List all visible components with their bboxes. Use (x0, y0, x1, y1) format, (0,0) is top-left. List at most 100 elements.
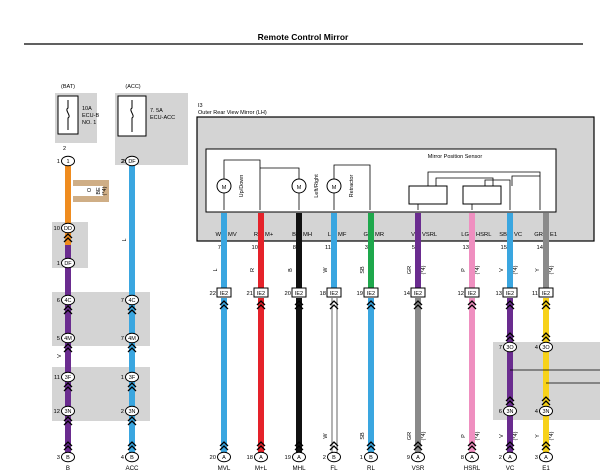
upper-wire-6: P (461, 268, 467, 272)
terminal-4-pin: 3 (365, 245, 368, 251)
ie2-3-pin: 18 (320, 291, 326, 297)
acc-conn-4-chevron (127, 416, 137, 426)
lower-note-7: (*4) (513, 431, 519, 440)
upper-wire-0: L (213, 268, 219, 271)
terminal-6-wire: LG (461, 232, 469, 238)
left-conn-0-pin: 1 (57, 159, 60, 165)
bottom-0-code: B (66, 455, 70, 461)
sensor-vertical (408, 185, 448, 205)
acc-fuse-pin: 2 (122, 159, 125, 165)
upper-wire-7: V (499, 268, 505, 272)
ie2-7-pin: 13 (496, 291, 502, 297)
lower-wire-8: Y (535, 434, 541, 438)
left-conn-6-symbol (61, 405, 75, 417)
bottom-2-pin: 20 (210, 455, 216, 461)
terminal-3-wire: L (328, 232, 332, 238)
left-conn-3-pin: 6 (57, 298, 60, 304)
lower-note-8: (*4) (549, 431, 555, 440)
bottom-2-symbol (217, 451, 231, 463)
terminal-7-pin: 15 (501, 245, 507, 251)
ie2-7-code: IE2 (506, 291, 514, 297)
upper-wire-4: SB (360, 266, 366, 274)
terminal-2-pin: 8 (293, 245, 296, 251)
upper-note-6: (*4) (475, 265, 481, 274)
terminal-1-wire: R (254, 232, 258, 238)
terminal-0-wire: W (216, 232, 222, 238)
right-conn-2-pin: 6 (499, 409, 502, 415)
bottom-5-symbol (327, 451, 341, 463)
ie2-4-pin: 19 (357, 291, 363, 297)
ie2-2-code: IE2 (295, 291, 303, 297)
bat-fuse-amp: 10A (82, 106, 92, 112)
terminal-5-label: VSRL (422, 232, 438, 238)
terminal-6-pin: 13 (463, 245, 469, 251)
bottom-7-chevron (413, 441, 423, 451)
bottom-9-code: A (508, 455, 512, 461)
terminal-1-label: M+ (265, 232, 274, 238)
component-name: Outer Rear View Mirror (LH) (198, 110, 267, 116)
bottom-1-code: B (130, 455, 134, 461)
ie2-6-code: IE2 (468, 291, 476, 297)
right-conn-2-symbol (503, 405, 517, 417)
bottom-7-pin: 9 (407, 455, 410, 461)
bottom-7-label: VSR (412, 465, 425, 472)
acc-conn-2-symbol (125, 332, 139, 344)
bottom-1-label: ACC (125, 465, 139, 472)
bottom-7-symbol (411, 451, 425, 463)
ie2-2-box (291, 287, 307, 298)
bottom-4-label: MHL (292, 465, 306, 472)
acc-label: (ACC) (125, 84, 140, 90)
ie2-4-box (363, 287, 379, 298)
terminal-8-wire: GR (534, 232, 543, 238)
right-conn-3-pin: 4 (535, 409, 539, 415)
bottom-5-chevron (329, 441, 339, 451)
ie2-5-chevron (413, 300, 423, 310)
diagram-title: Remote Control Mirror (258, 32, 349, 42)
right-conn-0-pin: 7 (499, 345, 502, 351)
ie2-5-pin: 14 (404, 291, 411, 297)
terminal-5-pin: 5 (412, 245, 415, 251)
ie2-8-pin: 11 (532, 291, 538, 297)
acc-fuse-amp: 7. 5A (150, 108, 163, 114)
bottom-9-symbol (503, 451, 517, 463)
bottom-4-symbol (292, 451, 306, 463)
motor-0-symbol (216, 178, 232, 194)
bottom-7-code: A (416, 455, 420, 461)
bottom-4-code: A (297, 455, 301, 461)
right-conn-1-symbol (539, 341, 553, 353)
bottom-1-symbol (125, 451, 139, 463)
terminal-1-pin: 10 (252, 245, 258, 251)
bottom-4-pin: 19 (285, 455, 291, 461)
left-conn-4-code: 4M (64, 336, 72, 342)
lower-note-5: (*4) (421, 431, 427, 440)
ie2-3-chevron (329, 300, 339, 310)
acc-conn-4-code: 3N (128, 409, 135, 415)
mirror-assembly: Mirror Position Sensor (196, 116, 595, 242)
left-conn-5-chevron (63, 382, 73, 392)
bat-supply: (BAT) 10A ECU-B NO. 1 2 (57, 84, 99, 152)
motor-0-name: Up/Down (239, 175, 245, 198)
bottom-8-label: HSRL (464, 465, 481, 472)
bottom-8-symbol (465, 451, 479, 463)
lower-wire-4: SB (360, 432, 366, 440)
sensor-bridge (435, 177, 494, 186)
upper-wire-8: Y (535, 268, 541, 272)
left-conn-5-symbol (61, 371, 75, 383)
upper-note-7: (*4) (513, 265, 519, 274)
terminal-6-label: HSRL (476, 232, 492, 238)
ie2-6-box (464, 287, 480, 298)
motor-2-letter: M (332, 185, 337, 191)
acc-conn-3-chevron (127, 382, 137, 392)
bottom-3-label: M+L (255, 465, 268, 472)
ie2-6-pin: 12 (458, 291, 464, 297)
ie2-4-code: IE2 (367, 291, 375, 297)
bottom-3-pin: 18 (247, 455, 253, 461)
bottom-0-label: B (66, 465, 70, 472)
left-conn-1-chevron (63, 233, 73, 243)
sensor-label: Mirror Position Sensor (428, 154, 483, 160)
left-conn-3-chevron (63, 305, 73, 315)
terminal-8-pin: 14 (537, 245, 544, 251)
ie2-8-chevron (541, 300, 551, 310)
terminal-4-wire: G (363, 232, 368, 238)
